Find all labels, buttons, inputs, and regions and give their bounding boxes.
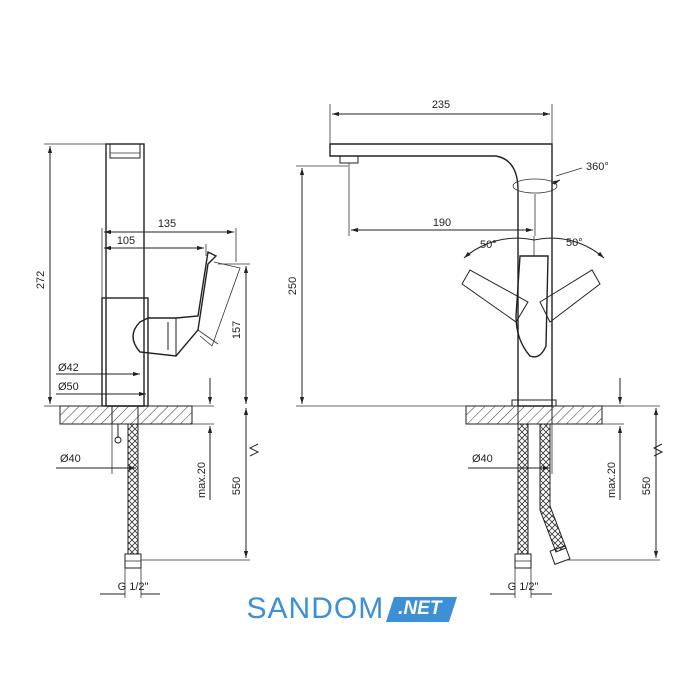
brand-suffix-badge: .NET — [386, 596, 458, 622]
side-hose-550: 550 — [231, 477, 243, 495]
side-dia-50: Ø50 — [58, 381, 79, 393]
front-hose-right — [539, 423, 567, 553]
front-angle-right: 50° — [566, 237, 583, 249]
front-handle — [515, 255, 549, 358]
brand-suffix: .NET — [398, 597, 442, 619]
front-hose-left — [517, 423, 529, 555]
side-handle — [132, 250, 218, 357]
front-countertop — [465, 405, 603, 425]
front-rotation: 360° — [586, 161, 609, 173]
side-max-20: max.20 — [196, 462, 208, 498]
side-view: 272 135 105 157 Ø42 Ø50 Ø40 max.20 — [35, 143, 260, 598]
side-countertop — [59, 405, 193, 425]
front-max-20: max.20 — [606, 462, 618, 498]
brand-logo: SANDOM .NET — [0, 592, 700, 626]
front-height-250: 250 — [287, 277, 299, 295]
front-dia-40: Ø40 — [472, 453, 493, 465]
side-height-272: 272 — [35, 271, 47, 289]
side-width-135: 135 — [158, 218, 176, 230]
side-hose — [127, 423, 139, 555]
side-height-157: 157 — [231, 321, 243, 339]
side-thread: G 1/2" — [118, 581, 149, 593]
side-dia-42: Ø42 — [58, 362, 79, 374]
front-reach-190: 190 — [433, 217, 451, 229]
brand-name: SANDOM — [246, 592, 385, 625]
front-thread: G 1/2" — [508, 581, 539, 593]
front-hose-550: 550 — [641, 477, 653, 495]
front-reach-235: 235 — [432, 99, 450, 111]
side-width-105: 105 — [117, 235, 135, 247]
side-body — [105, 143, 145, 407]
front-angle-left: 50° — [480, 239, 497, 251]
front-view: 360° 50° 50° 235 190 250 — [287, 99, 664, 598]
side-dia-40: Ø40 — [60, 453, 81, 465]
